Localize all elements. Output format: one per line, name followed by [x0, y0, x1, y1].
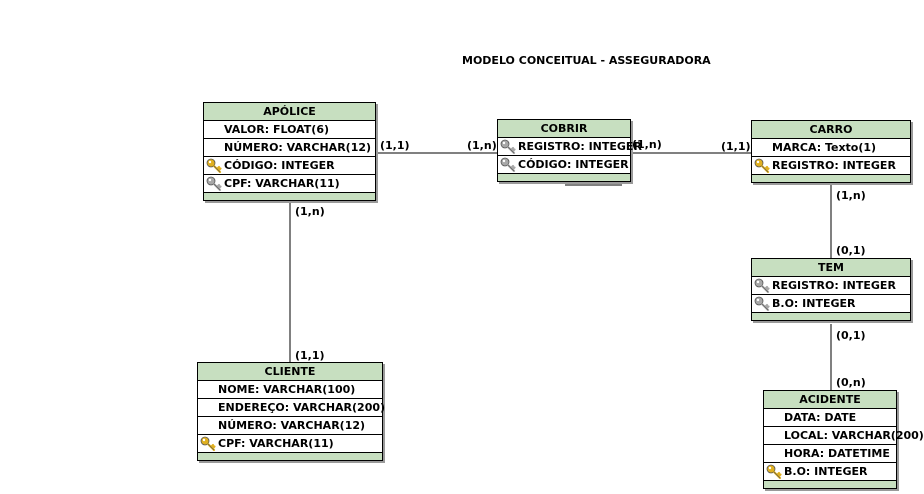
attribute-label: REGISTRO: INTEGER — [772, 159, 896, 172]
entity-footer — [752, 313, 910, 320]
attribute-label: NOME: VARCHAR(100) — [218, 383, 356, 396]
entity-footer — [204, 193, 375, 200]
entity-tem[interactable]: TEM REGISTRO: INTEGER B.O: INTEGER — [751, 258, 911, 321]
entity-tem-name: TEM — [752, 259, 910, 277]
attribute-label: CPF: VARCHAR(11) — [218, 437, 334, 450]
card-cliente-apolice: (1,1) — [295, 349, 325, 362]
attribute-row[interactable]: NÚMERO: VARCHAR(12) — [204, 139, 375, 157]
primary-key-icon — [206, 158, 222, 174]
attribute-label: MARCA: Texto(1) — [772, 141, 877, 154]
card-carro-tem: (1,n) — [836, 189, 866, 202]
entity-cliente[interactable]: CLIENTE NOME: VARCHAR(100) ENDEREÇO: VARCH… — [197, 362, 386, 461]
entity-footer — [498, 174, 630, 181]
attribute-row[interactable]: NOME: VARCHAR(100) — [198, 381, 382, 399]
attribute-row[interactable]: CPF: VARCHAR(11) — [204, 175, 375, 193]
attribute-label: LOCAL: VARCHAR(200) — [784, 429, 924, 442]
attribute-row[interactable]: CÓDIGO: INTEGER — [498, 156, 630, 174]
attribute-label: B.O: INTEGER — [772, 297, 856, 310]
card-carro-cobrir: (1,1) — [721, 140, 751, 153]
card-apolice-cliente: (1,n) — [295, 205, 325, 218]
card-apolice-cobrir: (1,1) — [380, 139, 410, 152]
attribute-row[interactable]: LOCAL: VARCHAR(200) — [764, 427, 924, 445]
foreign-key-icon — [500, 139, 516, 155]
attribute-label: REGISTRO: INTEGER — [518, 140, 642, 153]
card-tem-acidente: (0,1) — [836, 329, 866, 342]
attribute-label: CPF: VARCHAR(11) — [224, 177, 340, 190]
attribute-row[interactable]: DATA: DATE — [764, 409, 896, 427]
entity-carro-name: CARRO — [752, 121, 910, 139]
attribute-row[interactable]: CÓDIGO: INTEGER — [204, 157, 375, 175]
attribute-row[interactable]: MARCA: Texto(1) — [752, 139, 910, 157]
attribute-label: NÚMERO: VARCHAR(12) — [218, 419, 366, 432]
primary-key-icon — [200, 436, 216, 452]
attribute-row[interactable]: NÚMERO: VARCHAR(12) — [198, 417, 382, 435]
entity-cobrir-name: COBRIR — [498, 120, 630, 138]
foreign-key-icon — [500, 157, 516, 173]
entity-acidente-name: ACIDENTE — [764, 391, 896, 409]
attribute-row[interactable]: B.O: INTEGER — [764, 463, 896, 481]
foreign-key-icon — [754, 278, 770, 294]
foreign-key-icon — [206, 176, 222, 192]
attribute-label: ENDEREÇO: VARCHAR(200) — [218, 401, 386, 414]
card-cobrir-carro: (1,n) — [632, 138, 662, 151]
entity-footer — [752, 175, 910, 182]
attribute-row[interactable]: B.O: INTEGER — [752, 295, 910, 313]
attribute-row[interactable]: REGISTRO: INTEGER — [752, 277, 910, 295]
attribute-label: VALOR: FLOAT(6) — [224, 123, 330, 136]
attribute-label: REGISTRO: INTEGER — [772, 279, 896, 292]
attribute-row[interactable]: VALOR: FLOAT(6) — [204, 121, 375, 139]
attribute-label: DATA: DATE — [784, 411, 857, 424]
primary-key-icon — [754, 158, 770, 174]
attribute-label: CÓDIGO: INTEGER — [224, 159, 335, 172]
card-acidente-tem: (0,n) — [836, 376, 866, 389]
attribute-label: HORA: DATETIME — [784, 447, 890, 460]
attribute-row[interactable]: CPF: VARCHAR(11) — [198, 435, 382, 453]
foreign-key-icon — [754, 296, 770, 312]
primary-key-icon — [766, 464, 782, 480]
card-tem-carro: (0,1) — [836, 244, 866, 257]
entity-cobrir[interactable]: COBRIR REGISTRO: INTEGER CÓDIGO: INTEGER — [497, 119, 642, 182]
attribute-label: NÚMERO: VARCHAR(12) — [224, 141, 372, 154]
attribute-label: CÓDIGO: INTEGER — [518, 158, 629, 171]
diagram-title: MODELO CONCEITUAL - ASSEGURADORA — [462, 54, 711, 67]
entity-cliente-name: CLIENTE — [198, 363, 382, 381]
entity-apolice[interactable]: APÓLICE VALOR: FLOAT(6) NÚMERO: VARCHAR(12… — [203, 102, 376, 201]
attribute-row[interactable]: REGISTRO: INTEGER — [752, 157, 910, 175]
entity-footer — [764, 481, 896, 488]
attribute-row[interactable]: ENDEREÇO: VARCHAR(200) — [198, 399, 386, 417]
attribute-row[interactable]: HORA: DATETIME — [764, 445, 896, 463]
attribute-row[interactable]: REGISTRO: INTEGER — [498, 138, 642, 156]
entity-acidente[interactable]: ACIDENTE DATA: DATE LOCAL: VARCHAR(200) HOR… — [763, 390, 924, 489]
entity-carro[interactable]: CARRO MARCA: Texto(1) REGISTRO: INTEGER — [751, 120, 911, 183]
entity-apolice-name: APÓLICE — [204, 103, 375, 121]
card-cobrir-apolice: (1,n) — [467, 139, 497, 152]
entity-footer — [198, 453, 382, 460]
attribute-label: B.O: INTEGER — [784, 465, 868, 478]
